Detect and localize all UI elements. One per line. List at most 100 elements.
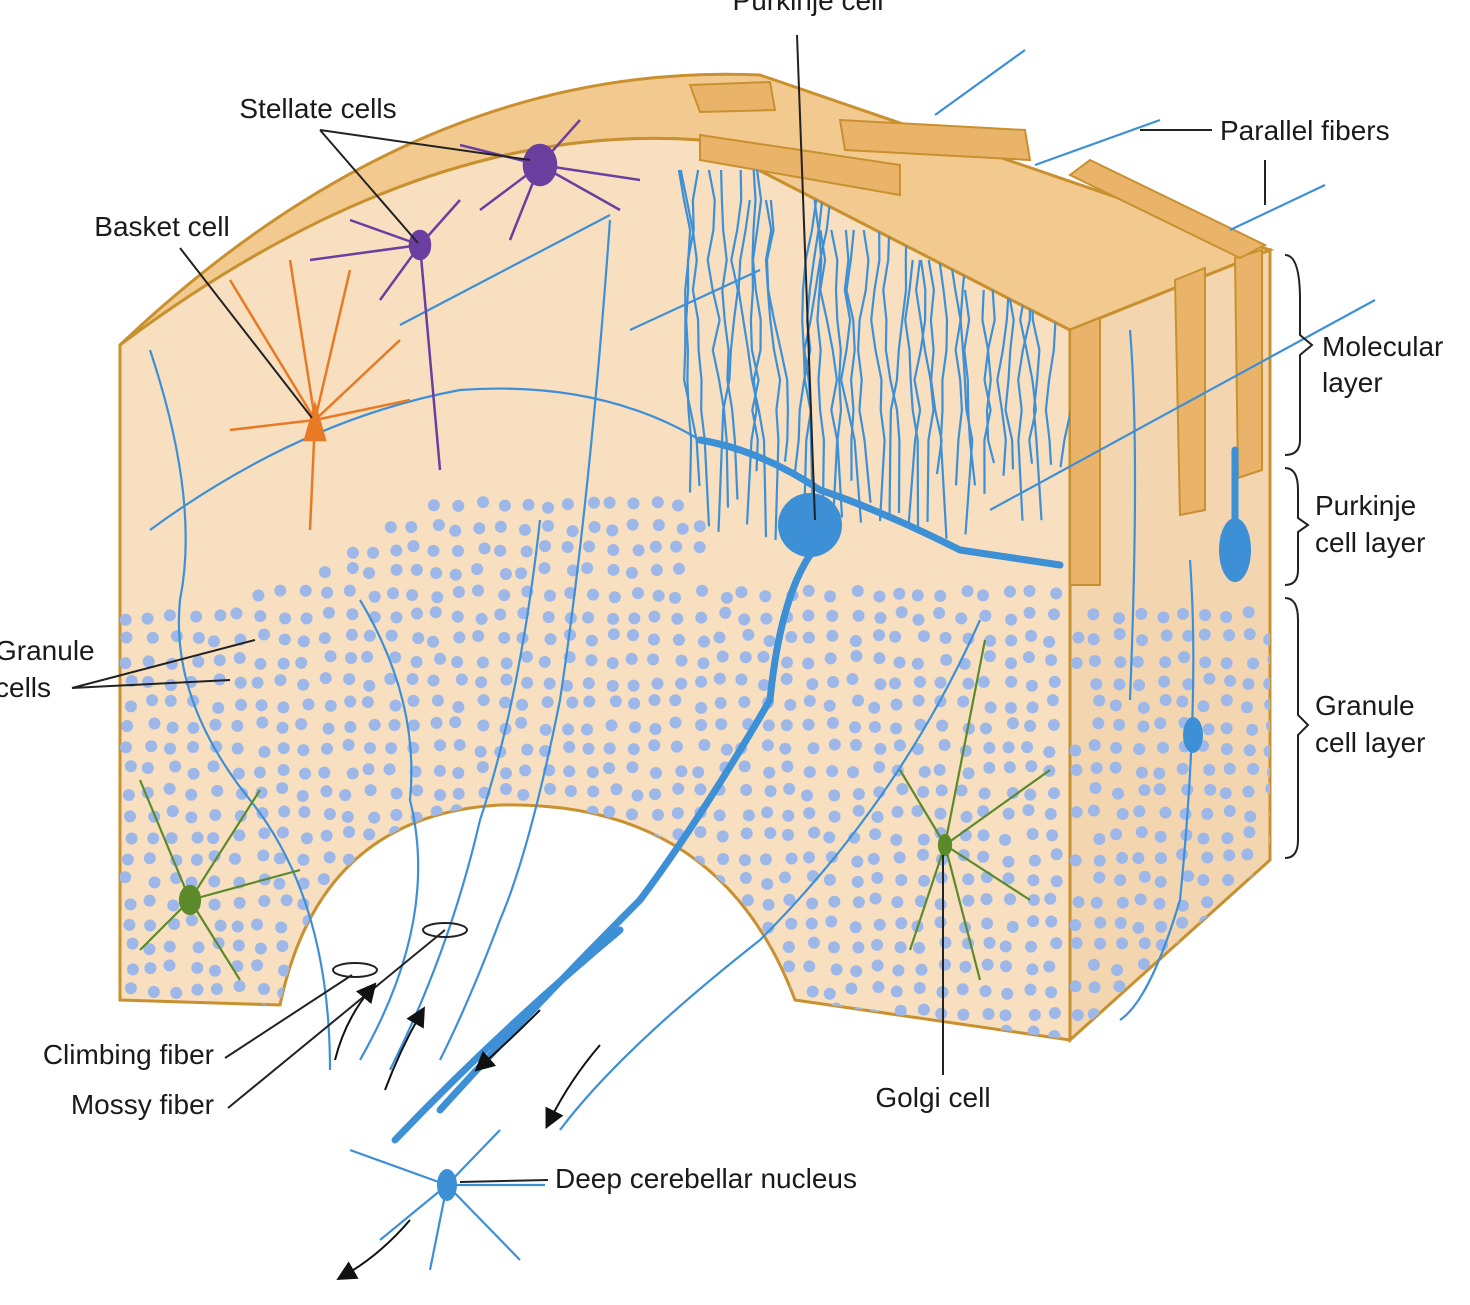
granule-dot — [628, 697, 641, 710]
granule-dot — [1226, 1026, 1239, 1039]
granule-dot — [1220, 657, 1233, 670]
granule-dot — [563, 741, 576, 754]
granule-dot — [385, 742, 398, 755]
label-molecular-layer-2: layer — [1322, 367, 1383, 398]
granule-dot — [517, 898, 530, 911]
granule-dot — [978, 1031, 991, 1040]
granule-dot — [1005, 613, 1018, 626]
granule-dot — [652, 589, 665, 602]
granule-dot — [803, 807, 816, 820]
granule-dot — [892, 964, 905, 977]
granule-dot — [587, 588, 600, 601]
granule-dot — [279, 612, 292, 625]
granule-dot — [1220, 722, 1233, 735]
granule-dot — [208, 850, 221, 863]
granule-dot — [212, 701, 225, 714]
granule-dot — [121, 853, 134, 866]
granule-dot — [979, 722, 992, 735]
granule-dot — [429, 606, 442, 619]
granule-dot — [1263, 745, 1270, 758]
granule-dot — [213, 654, 226, 667]
granule-dot — [273, 877, 286, 890]
granule-dot — [607, 628, 620, 641]
granule-dot — [852, 896, 865, 909]
granule-dot — [1203, 1028, 1216, 1040]
granule-dot — [607, 563, 620, 576]
granule-dot — [163, 609, 176, 622]
granule-dot — [1176, 762, 1189, 775]
granule-dot — [670, 740, 683, 753]
granule-dot — [499, 782, 512, 795]
granule-dot — [232, 939, 245, 952]
granule-dot — [190, 853, 203, 866]
granule-dot — [912, 613, 925, 626]
granule-dot — [982, 1007, 995, 1020]
granule-dot — [406, 672, 419, 685]
granule-dot — [544, 919, 557, 932]
label-basket-cell: Basket cell — [94, 211, 229, 242]
granule-dot — [521, 743, 534, 756]
granule-dot — [163, 959, 176, 972]
signal-arrows — [334, 982, 601, 1280]
granule-dot — [324, 650, 337, 663]
granule-dot — [713, 809, 726, 822]
granule-dot — [850, 738, 863, 751]
granule-dot — [607, 893, 620, 906]
granule-dot — [409, 765, 422, 778]
granule-dot — [230, 1004, 243, 1017]
granule-dot — [1026, 828, 1039, 841]
granule-dot — [170, 630, 183, 643]
granule-dot — [694, 783, 707, 796]
granule-dot — [390, 544, 403, 557]
granule-dot — [167, 1025, 180, 1038]
granule-dot — [1222, 873, 1235, 886]
granule-dot — [1266, 1008, 1270, 1021]
granule-dot — [1264, 698, 1270, 711]
granule-dot — [318, 566, 331, 579]
granule-dot — [544, 633, 557, 646]
granule-dot — [390, 787, 403, 800]
label-climbing-fiber: Climbing fiber — [43, 1039, 214, 1070]
granule-dot — [669, 591, 682, 604]
granule-dot — [473, 522, 486, 535]
granule-dot — [1224, 986, 1237, 999]
dendrite-branch — [1017, 289, 1032, 521]
granule-dot — [802, 657, 815, 670]
granule-dot — [564, 921, 577, 934]
granule-dot — [148, 717, 161, 730]
granule-dot — [1197, 873, 1210, 886]
granule-dot — [164, 742, 177, 755]
granule-dot — [1265, 986, 1270, 999]
granule-dot — [126, 963, 139, 976]
granule-dot — [476, 980, 489, 993]
granule-dot — [782, 1007, 795, 1020]
granule-dot — [626, 518, 639, 531]
granule-dot — [851, 584, 864, 597]
granule-dot — [626, 963, 639, 976]
granule-dot — [895, 606, 908, 619]
granule-dot — [695, 611, 708, 624]
granule-dot — [630, 941, 643, 954]
granule-dot — [478, 542, 491, 555]
granule-dot — [431, 1004, 444, 1017]
granule-dot — [828, 895, 841, 908]
granule-dot — [341, 810, 354, 823]
granule-dot — [1005, 675, 1018, 688]
granule-dot — [538, 562, 551, 575]
granule-dot — [1243, 744, 1256, 757]
granule-dot — [651, 854, 664, 867]
granule-dot — [715, 914, 728, 927]
granule-dot — [610, 875, 623, 888]
dendrite-branch — [904, 259, 920, 527]
granule-dot — [583, 540, 596, 553]
granule-dot — [1137, 701, 1150, 714]
granule-dot — [362, 566, 375, 579]
granule-dot — [584, 871, 597, 884]
granule-dot — [742, 809, 755, 822]
granule-dot — [587, 785, 600, 798]
granule-dot — [874, 678, 887, 691]
granule-dot — [671, 1029, 684, 1040]
granule-dot — [1248, 917, 1261, 930]
granule-dot — [825, 915, 838, 928]
granule-dot — [474, 1007, 487, 1020]
